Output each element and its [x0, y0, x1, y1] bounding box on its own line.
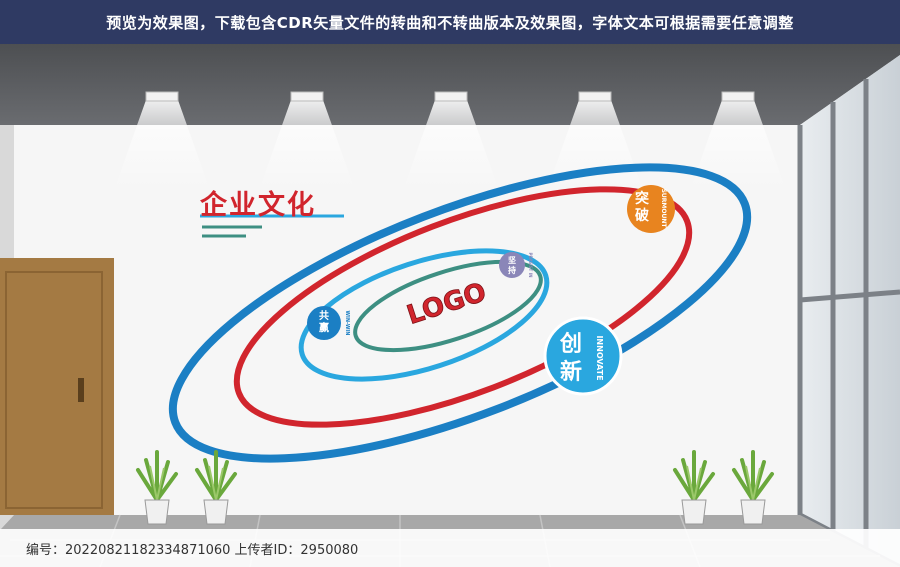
- ring-red: [233, 186, 693, 428]
- badge-gongying-cn-1: 共: [319, 309, 329, 322]
- banner-text: 预览为效果图，下载包含CDR矢量文件的转曲和不转曲版本及效果图，字体文本可根据需…: [106, 13, 794, 32]
- ring-teal: [353, 259, 543, 353]
- badge-chuangxin-en: INNOVATE: [595, 335, 604, 380]
- orbit-rings: [168, 163, 752, 463]
- badge-gongying-en: WIN-WIN: [344, 311, 350, 336]
- ring-outer: [168, 163, 752, 463]
- badge-tupo-cn-2: 破: [635, 207, 649, 224]
- badge-chuangxin: 创 新 INNOVATE: [543, 316, 623, 396]
- badge-jianchi-en: PERSIST IN: [528, 253, 533, 278]
- ring-blue: [298, 248, 550, 382]
- potted-plants: [136, 450, 774, 525]
- badge-chuangxin-cn-1: 创: [559, 332, 582, 357]
- plant-3: [673, 450, 715, 525]
- footer-text: 编号：20220821182334871060 上传者ID：2950080: [26, 542, 359, 558]
- badge-jianchi-cn-2: 持: [508, 265, 516, 275]
- title-underlines: [200, 214, 344, 238]
- badge-chuangxin-cn-2: 新: [560, 359, 582, 385]
- culture-title: 企业文化: [200, 190, 316, 221]
- badge-tupo: 突 破 SURMOUNT: [627, 185, 675, 233]
- door[interactable]: [0, 258, 114, 515]
- badge-jianchi-cn-1: 坚: [508, 256, 516, 265]
- top-banner: 预览为效果图，下载包含CDR矢量文件的转曲和不转曲版本及效果图，字体文本可根据需…: [0, 0, 900, 44]
- ceiling: [0, 44, 900, 125]
- glass-wall: [800, 55, 900, 567]
- badge-tupo-en: SURMOUNT: [660, 189, 667, 229]
- plant-2: [195, 450, 237, 525]
- badge-gongying-cn-2: 赢: [319, 321, 329, 334]
- badge-gongying: 共 赢 WIN-WIN: [307, 306, 350, 340]
- plant-4: [732, 450, 774, 525]
- footer-bar: 编号：20220821182334871060 上传者ID：2950080: [0, 529, 900, 567]
- badge-jianchi: 坚 持 PERSIST IN: [499, 252, 533, 278]
- plant-1: [136, 450, 178, 525]
- ceiling-lamps: [114, 91, 786, 190]
- badge-tupo-cn-1: 突: [635, 190, 649, 207]
